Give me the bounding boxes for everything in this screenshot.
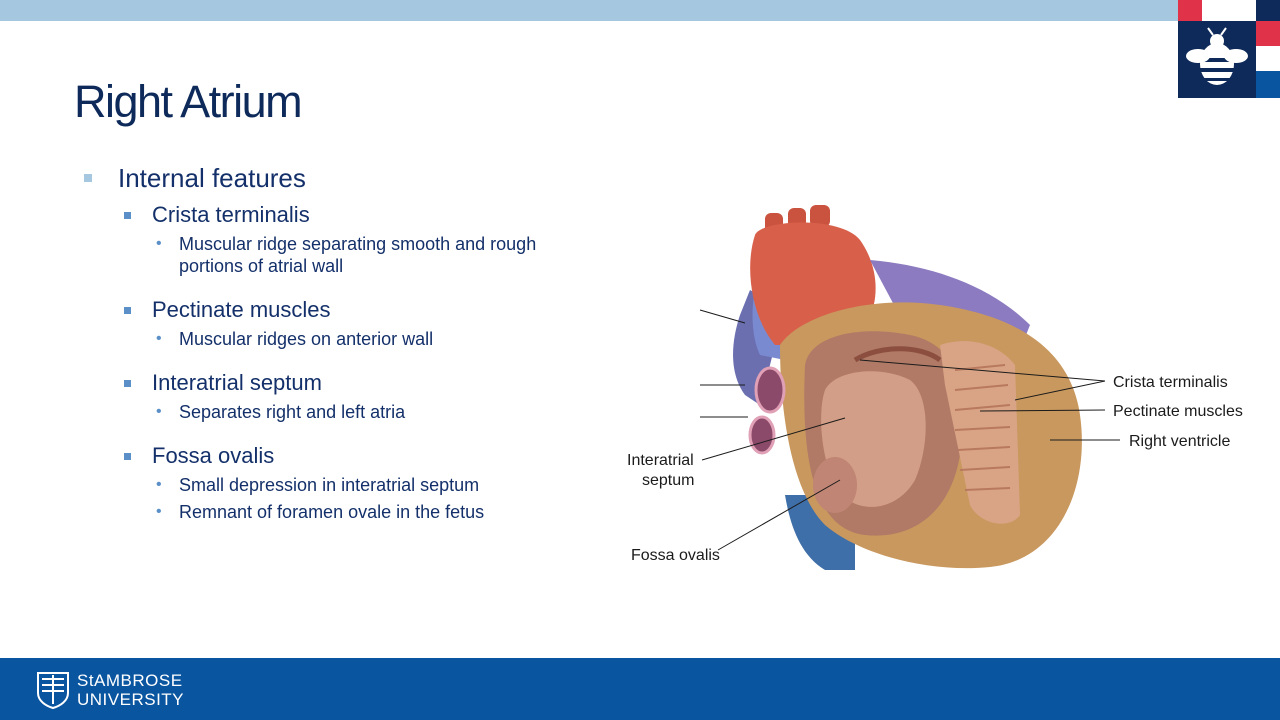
label-interatrial-line2: septum — [642, 472, 694, 489]
square-bullet-icon — [84, 174, 92, 182]
top-accent-bar — [0, 0, 1178, 21]
bullet-list: Internal features Crista terminalis • Mu… — [84, 163, 604, 523]
label-pectinate-muscles: Pectinate muscles — [1113, 403, 1243, 420]
bullet-text: Fossa ovalis — [152, 443, 275, 468]
label-fossa-ovalis: Fossa ovalis — [631, 547, 720, 564]
university-crest-icon — [37, 672, 69, 709]
bullet-text: Muscular ridges on anterior wall — [179, 329, 434, 349]
square-bullet-icon — [124, 307, 131, 314]
bullet-text: Interatrial septum — [152, 370, 322, 395]
label-interatrial-line1: Interatrial — [627, 452, 694, 469]
bullet-text: Small depression in interatrial septum — [179, 475, 480, 495]
dot-bullet-icon: • — [156, 330, 162, 347]
bullet-text: Crista terminalis — [152, 202, 310, 227]
university-name-line1: StAMBROSE — [77, 671, 183, 690]
square-bullet-icon — [124, 380, 131, 387]
dot-bullet-icon: • — [156, 403, 162, 420]
sub-bullet: • Remnant of foramen ovale in the fetus — [84, 501, 604, 523]
bullet-level1: Internal features — [84, 163, 604, 194]
sub-bullet: • Muscular ridge separating smooth and r… — [84, 233, 604, 277]
square-bullet-icon — [124, 453, 131, 460]
label-right-ventricle: Right ventricle — [1129, 433, 1230, 450]
bullet-text: Pectinate muscles — [152, 297, 331, 322]
bullet-text: Remnant of foramen ovale in the fetus — [179, 502, 485, 522]
bullet-pectinate-muscles: Pectinate muscles — [84, 297, 604, 323]
sub-bullet: • Muscular ridges on anterior wall — [84, 328, 604, 350]
bullet-text: portions of atrial wall — [179, 256, 344, 276]
bullet-text: Internal features — [118, 163, 306, 193]
bullet-text: Muscular ridge separating smooth and rou… — [179, 234, 537, 254]
bee-icon — [1186, 27, 1248, 85]
university-name-line2: UNIVERSITY — [77, 690, 185, 709]
fossa-ovalis-shape — [813, 457, 857, 513]
label-crista-terminalis: Crista terminalis — [1113, 374, 1228, 391]
heart-illustration: Crista terminalis Pectinate muscles Righ… — [627, 205, 1243, 570]
dot-bullet-icon: • — [156, 503, 162, 520]
corner-logo — [1178, 0, 1280, 98]
slide-title: Right Atrium — [74, 76, 303, 127]
bullet-text: Separates right and left atria — [179, 402, 406, 422]
university-name: StAMBROSE UNIVERSITY — [77, 671, 184, 709]
dot-bullet-icon: • — [156, 476, 162, 493]
footer-bar — [0, 658, 1280, 720]
bullet-crista-terminalis: Crista terminalis — [84, 202, 604, 228]
bullet-fossa-ovalis: Fossa ovalis — [84, 443, 604, 469]
square-bullet-icon — [124, 212, 131, 219]
dot-bullet-icon: • — [156, 235, 162, 252]
sub-bullet: • Separates right and left atria — [84, 401, 604, 423]
sub-bullet: • Small depression in interatrial septum — [84, 474, 604, 496]
bullet-interatrial-septum: Interatrial septum — [84, 370, 604, 396]
